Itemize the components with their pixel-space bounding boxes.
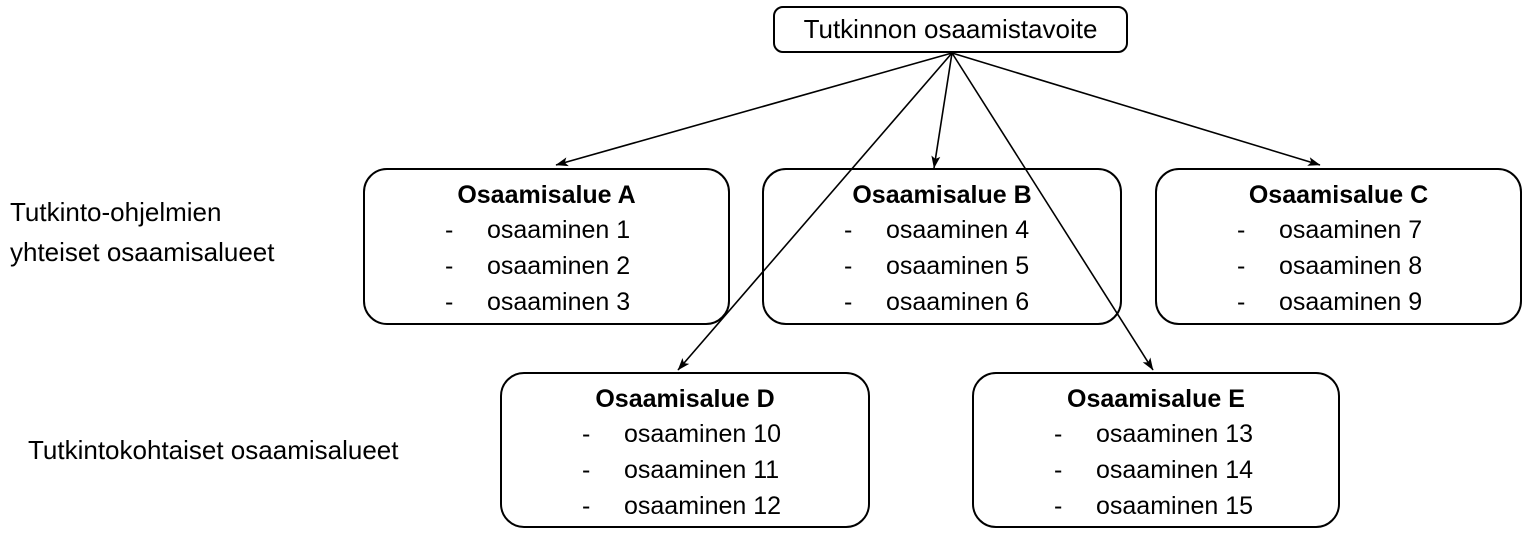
list-item: - osaaminen 12 xyxy=(502,488,868,524)
list-item: - osaaminen 9 xyxy=(1157,284,1520,320)
list-dash: - xyxy=(844,252,853,280)
list-item-text: osaaminen 8 xyxy=(1279,252,1423,280)
arrow-root-to-area-c xyxy=(951,52,1321,166)
list-item: - osaaminen 14 xyxy=(974,452,1338,488)
list-item: - osaaminen 10 xyxy=(502,416,868,452)
list-dash: - xyxy=(844,288,853,316)
list-item: - osaaminen 7 xyxy=(1157,212,1520,248)
list-item-text: osaaminen 9 xyxy=(1279,288,1423,316)
arrow-root-to-area-b xyxy=(931,52,953,169)
list-item-text: osaaminen 4 xyxy=(886,216,1030,244)
area-title: Osaamisalue A xyxy=(457,181,636,209)
row-label-shared-areas: Tutkinto-ohjelmien yhteiset osaamisaluee… xyxy=(10,192,274,272)
root-box-degree-goal: Tutkinnon osaamistavoite xyxy=(773,6,1128,53)
list-item: - osaaminen 8 xyxy=(1157,248,1520,284)
row-label-line-2: yhteiset osaamisalueet xyxy=(10,237,275,267)
root-box-label: Tutkinnon osaamistavoite xyxy=(803,14,1098,44)
list-item: - osaaminen 5 xyxy=(764,248,1120,284)
list-item: - osaaminen 6 xyxy=(764,284,1120,320)
list-dash: - xyxy=(582,420,591,448)
competence-area-box-b: Osaamisalue B - osaaminen 4 - osaaminen … xyxy=(762,168,1122,325)
list-dash: - xyxy=(1237,252,1246,280)
list-item-text: osaaminen 6 xyxy=(886,288,1030,316)
competence-area-box-e: Osaamisalue E - osaaminen 13 - osaaminen… xyxy=(972,372,1340,528)
competence-area-box-c: Osaamisalue C - osaaminen 7 - osaaminen … xyxy=(1155,168,1522,325)
list-item: - osaaminen 11 xyxy=(502,452,868,488)
area-title: Osaamisalue E xyxy=(1067,385,1245,413)
area-title: Osaamisalue D xyxy=(595,385,775,413)
list-item-text: osaaminen 1 xyxy=(487,216,631,244)
list-dash: - xyxy=(1054,420,1063,448)
list-dash: - xyxy=(445,252,454,280)
list-item-text: osaaminen 3 xyxy=(487,288,631,316)
list-item-text: osaaminen 11 xyxy=(624,456,780,484)
list-dash: - xyxy=(1054,492,1063,520)
list-item: - osaaminen 13 xyxy=(974,416,1338,452)
list-item: - osaaminen 2 xyxy=(365,248,728,284)
list-dash: - xyxy=(1237,216,1246,244)
list-item-text: osaaminen 10 xyxy=(624,420,782,448)
competence-area-box-d: Osaamisalue D - osaaminen 10 - osaaminen… xyxy=(500,372,870,528)
competence-area-box-a: Osaamisalue A - osaaminen 1 - osaaminen … xyxy=(363,168,730,325)
list-item-text: osaaminen 14 xyxy=(1096,456,1254,484)
row-label-degree-specific-areas: Tutkintokohtaiset osaamisalueet xyxy=(28,435,399,465)
area-title: Osaamisalue C xyxy=(1248,181,1429,209)
list-dash: - xyxy=(844,216,853,244)
list-dash: - xyxy=(1054,456,1063,484)
area-title: Osaamisalue B xyxy=(852,181,1032,209)
list-item-text: osaaminen 13 xyxy=(1096,420,1254,448)
list-item-text: osaaminen 7 xyxy=(1279,216,1423,244)
list-item-text: osaaminen 15 xyxy=(1096,492,1254,520)
list-dash: - xyxy=(582,456,591,484)
row-label-line-1: Tutkinto-ohjelmien xyxy=(10,197,222,227)
list-item: - osaaminen 1 xyxy=(365,212,728,248)
list-item: - osaaminen 15 xyxy=(974,488,1338,524)
list-dash: - xyxy=(445,216,454,244)
list-item: - osaaminen 3 xyxy=(365,284,728,320)
list-dash: - xyxy=(582,492,591,520)
arrow-root-to-area-a xyxy=(555,52,953,167)
list-item-text: osaaminen 2 xyxy=(487,252,631,280)
list-item: - osaaminen 4 xyxy=(764,212,1120,248)
list-item-text: osaaminen 12 xyxy=(624,492,782,520)
list-dash: - xyxy=(445,288,454,316)
list-dash: - xyxy=(1237,288,1246,316)
list-item-text: osaaminen 5 xyxy=(886,252,1030,280)
